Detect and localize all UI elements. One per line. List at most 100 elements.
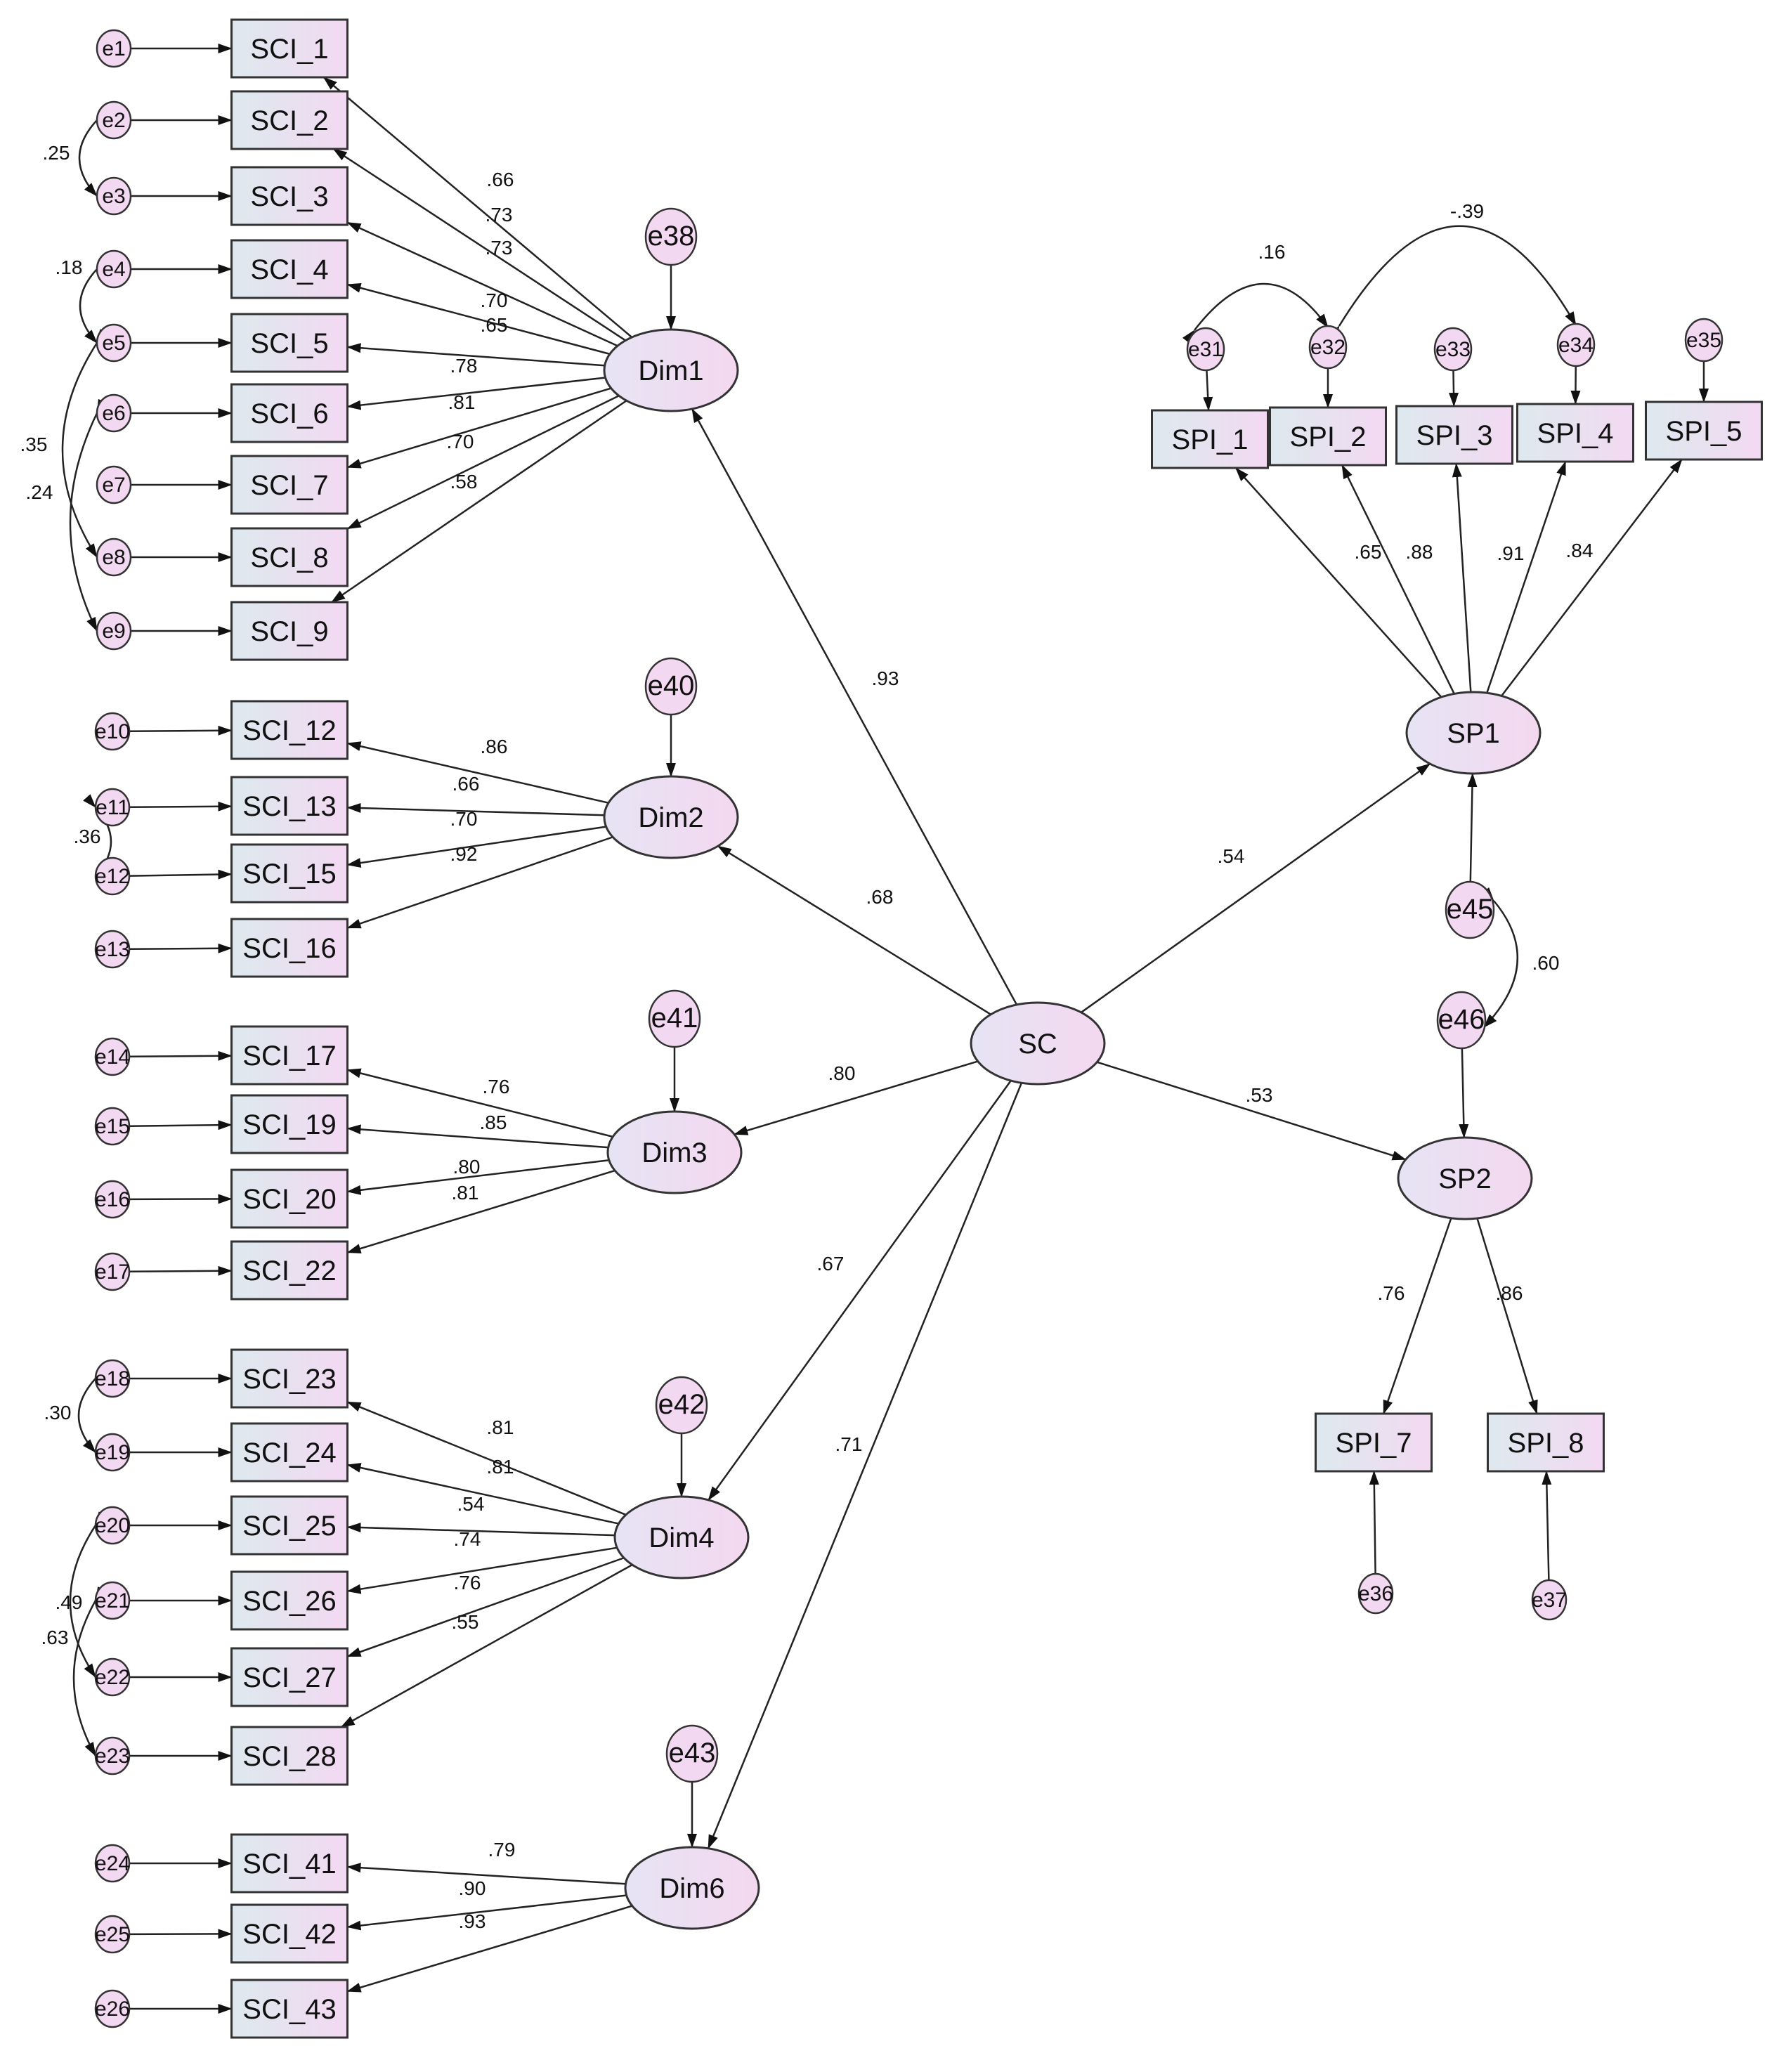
error-e37: e37	[1532, 1580, 1567, 1620]
observed-spi-7: SPI_7	[1316, 1414, 1432, 1471]
observed-label: SCI_9	[250, 616, 328, 647]
observed-sci-7: SCI_7	[232, 456, 348, 514]
observed-sci-5: SCI_5	[232, 314, 348, 372]
path-sp1-spi_5	[1501, 460, 1682, 696]
covariance-coef-label: .35	[20, 434, 48, 455]
observed-sci-41: SCI_41	[232, 1835, 348, 1892]
path-sp1-spi_4	[1487, 462, 1565, 693]
observed-spi-4: SPI_4	[1518, 404, 1634, 462]
path-dim1-sci_7	[348, 389, 611, 468]
error-path-e12-sci_15	[129, 874, 232, 875]
observed-sci-17: SCI_17	[232, 1027, 348, 1084]
error-e38: e38	[646, 209, 696, 265]
path-coef-label: .58	[450, 471, 478, 493]
observed-sci-4: SCI_4	[232, 240, 348, 298]
error-e43: e43	[667, 1726, 717, 1782]
observed-sci-8: SCI_8	[232, 528, 348, 586]
error-e40: e40	[646, 658, 696, 715]
error-label: e43	[669, 1738, 716, 1768]
error-e19: e19	[95, 1434, 130, 1471]
observed-sci-23: SCI_23	[232, 1350, 348, 1407]
path-coef-label: .73	[486, 237, 513, 259]
error-path-e33-spi_3	[1453, 370, 1454, 406]
covariance-coef-label: .63	[41, 1627, 69, 1648]
covariance-e6-e9	[70, 413, 97, 631]
latent-dim6: Dim6	[625, 1847, 759, 1929]
error-e12: e12	[95, 858, 130, 894]
path-coef-label: .78	[450, 355, 478, 377]
observed-label: SCI_23	[242, 1364, 336, 1395]
latent-dim4: Dim4	[615, 1497, 748, 1578]
error-label: e19	[95, 1441, 130, 1464]
error-label: e26	[95, 1998, 130, 2021]
path-coef-label: .91	[1497, 542, 1525, 564]
observed-label: SCI_20	[242, 1184, 336, 1215]
path-sc-dim1	[692, 409, 1017, 1005]
path-coef-label: .68	[866, 886, 894, 908]
error-e34: e34	[1558, 324, 1594, 366]
observed-spi-1: SPI_1	[1152, 410, 1268, 468]
error-e24: e24	[95, 1845, 130, 1882]
error-label: e38	[648, 221, 695, 252]
path-dim4-sci_26	[348, 1548, 618, 1591]
error-e9: e9	[97, 613, 131, 649]
covariance-coef-label: .24	[26, 481, 53, 503]
path-coef-label: .71	[835, 1433, 863, 1455]
error-label: e18	[95, 1367, 130, 1390]
observed-sci-12: SCI_12	[232, 701, 348, 759]
latent-sc: SC	[971, 1003, 1104, 1084]
error-e6: e6	[97, 395, 131, 431]
error-e11: e11	[96, 789, 129, 826]
error-path-e14-sci_17	[129, 1056, 232, 1057]
error-label: e13	[95, 938, 130, 961]
path-coef-label: .74	[454, 1528, 481, 1550]
error-e26: e26	[95, 1990, 130, 2027]
error-path-e46-sp2	[1462, 1048, 1464, 1138]
observed-label: SCI_26	[242, 1586, 336, 1617]
covariance-e18-e19	[79, 1379, 96, 1452]
covariance-coef-label: .16	[1258, 241, 1286, 263]
error-e16: e16	[95, 1181, 130, 1218]
path-coef-label: .54	[1218, 845, 1245, 867]
error-e4: e4	[97, 251, 131, 287]
error-label: e40	[648, 670, 695, 701]
error-label: e11	[96, 796, 129, 819]
error-label: e32	[1310, 336, 1345, 359]
path-coef-label: .84	[1566, 540, 1594, 561]
observed-label: SPI_4	[1537, 418, 1614, 449]
path-dim6-sci_41	[348, 1867, 626, 1884]
error-e23: e23	[95, 1738, 130, 1774]
observed-label: SCI_5	[250, 328, 328, 359]
observed-label: SCI_41	[242, 1849, 336, 1879]
error-e14: e14	[95, 1038, 130, 1075]
latent-label: SP2	[1438, 1164, 1492, 1194]
error-e5: e5	[97, 325, 131, 361]
path-dim4-sci_28	[341, 1565, 632, 1727]
latent-dim2: Dim2	[604, 776, 738, 858]
path-coef-label: .73	[486, 204, 513, 226]
observed-label: SCI_12	[242, 715, 336, 746]
error-e33: e33	[1435, 328, 1471, 370]
latent-label: SP1	[1447, 718, 1500, 749]
path-coef-label: .81	[487, 1456, 514, 1478]
path-coef-label: .66	[452, 773, 480, 795]
path-coef-label: .93	[872, 667, 899, 689]
observed-label: SPI_2	[1290, 422, 1367, 452]
path-sp1-spi_2	[1342, 465, 1454, 693]
covariance-e31-e32	[1194, 284, 1328, 330]
latent-label: Dim1	[638, 356, 703, 386]
error-label: e5	[102, 332, 125, 355]
path-dim1-sci_2	[334, 149, 626, 341]
path-coef-label: .76	[483, 1076, 510, 1097]
error-label: e46	[1438, 1004, 1485, 1035]
path-coef-label: .81	[452, 1182, 479, 1204]
error-label: e4	[102, 258, 125, 281]
observed-label: SCI_13	[242, 791, 336, 822]
path-coef-label: .93	[459, 1910, 486, 1932]
observed-label: SPI_1	[1172, 424, 1249, 455]
path-coef-label: .54	[457, 1493, 485, 1515]
latent-dim3: Dim3	[608, 1112, 741, 1193]
error-label: e31	[1188, 338, 1223, 361]
latent-dim1: Dim1	[604, 330, 738, 411]
